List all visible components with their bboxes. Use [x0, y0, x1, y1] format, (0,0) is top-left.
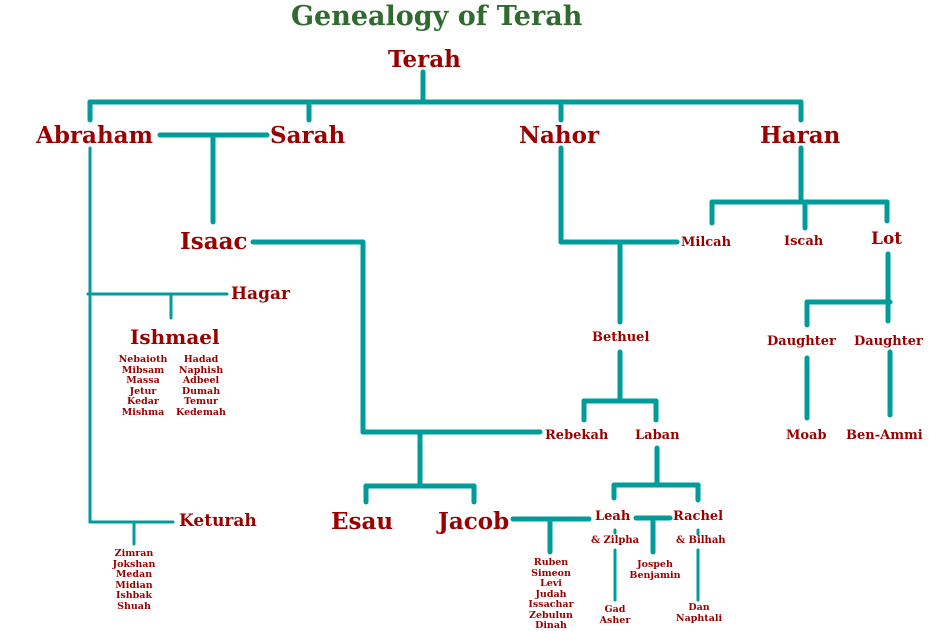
list-item: Levi	[540, 578, 562, 589]
person-haran: Haran	[760, 122, 841, 149]
list-item: Ruben	[533, 557, 569, 568]
person-bilhah: & Bilhah	[676, 535, 726, 546]
list-item: Judah	[535, 588, 567, 600]
list-item: Hadad	[183, 354, 219, 365]
list-item: Dinah	[535, 620, 567, 631]
person-nahor: Nahor	[519, 122, 600, 149]
leah-children: Ruben Simeon Levi Judah Issachar Zebulun…	[522, 557, 580, 632]
list-item: Dumah	[181, 385, 221, 397]
person-sarah: Sarah	[270, 122, 346, 149]
list-item: Gad	[604, 604, 626, 615]
person-ishmael: Ishmael	[130, 325, 220, 349]
list-item: Issachar	[528, 599, 574, 610]
list-item: Zimran	[114, 548, 154, 559]
list-item: Nebaioth	[118, 354, 168, 365]
person-lot: Lot	[871, 229, 903, 249]
list-item: Naphish	[178, 364, 224, 376]
list-item: Mibsam	[121, 364, 165, 376]
list-item: Simeon	[531, 567, 571, 579]
list-item: Asher	[599, 614, 631, 626]
list-item: Adbeel	[182, 375, 220, 386]
zilpha-children: Gad Asher	[594, 604, 636, 626]
list-item: Temur	[184, 396, 218, 407]
keturah-sons: Zimran Jokshan Medan Midian Ishbak Shuah	[104, 548, 164, 612]
bilhah-children: Dan Naphtali	[672, 602, 726, 624]
list-item: Jospeh	[637, 559, 673, 570]
page-title: Genealogy of Terah	[291, 1, 583, 32]
list-item: Jokshan	[112, 558, 156, 570]
person-isaac: Isaac	[180, 228, 248, 255]
ishmael-sons-left: Nebaioth Mibsam Massa Jetur Kedar Mishma	[114, 354, 172, 418]
person-laban: Laban	[635, 428, 680, 443]
list-item: Massa	[126, 375, 160, 386]
person-zilpha: & Zilpha	[591, 535, 640, 546]
person-leah: Leah	[595, 509, 631, 524]
person-jacob: Jacob	[438, 508, 510, 535]
list-item: Dan	[688, 602, 710, 613]
list-item: Mishma	[121, 406, 165, 418]
list-item: Ishbak	[115, 590, 153, 601]
list-item: Zebulun	[529, 609, 573, 621]
person-daughter-1: Daughter	[767, 334, 836, 349]
person-terah: Terah	[388, 46, 461, 73]
list-item: Midian	[115, 579, 153, 591]
list-item: Medan	[115, 569, 153, 580]
rachel-children: Jospeh Benjamin	[626, 559, 684, 581]
person-bethuel: Bethuel	[592, 330, 650, 345]
person-hagar: Hagar	[231, 284, 290, 304]
person-esau: Esau	[331, 508, 394, 535]
person-rachel: Rachel	[673, 509, 724, 524]
list-item: Jetur	[129, 385, 157, 397]
list-item: Kedar	[127, 396, 159, 407]
list-item: Naphtali	[675, 612, 723, 624]
person-abraham: Abraham	[36, 122, 153, 149]
person-ben-ammi: Ben-Ammi	[846, 428, 923, 443]
list-item: Benjamin	[629, 569, 681, 581]
person-rebekah: Rebekah	[545, 428, 609, 443]
person-milcah: Milcah	[681, 235, 732, 250]
ishmael-sons-right: Hadad Naphish Adbeel Dumah Temur Kedemah	[172, 354, 230, 418]
list-item: Shuah	[117, 600, 151, 612]
person-daughter-2: Daughter	[854, 334, 923, 349]
person-keturah: Keturah	[179, 511, 257, 531]
person-iscah: Iscah	[784, 234, 824, 249]
list-item: Kedemah	[176, 406, 226, 418]
person-moab: Moab	[786, 428, 827, 443]
